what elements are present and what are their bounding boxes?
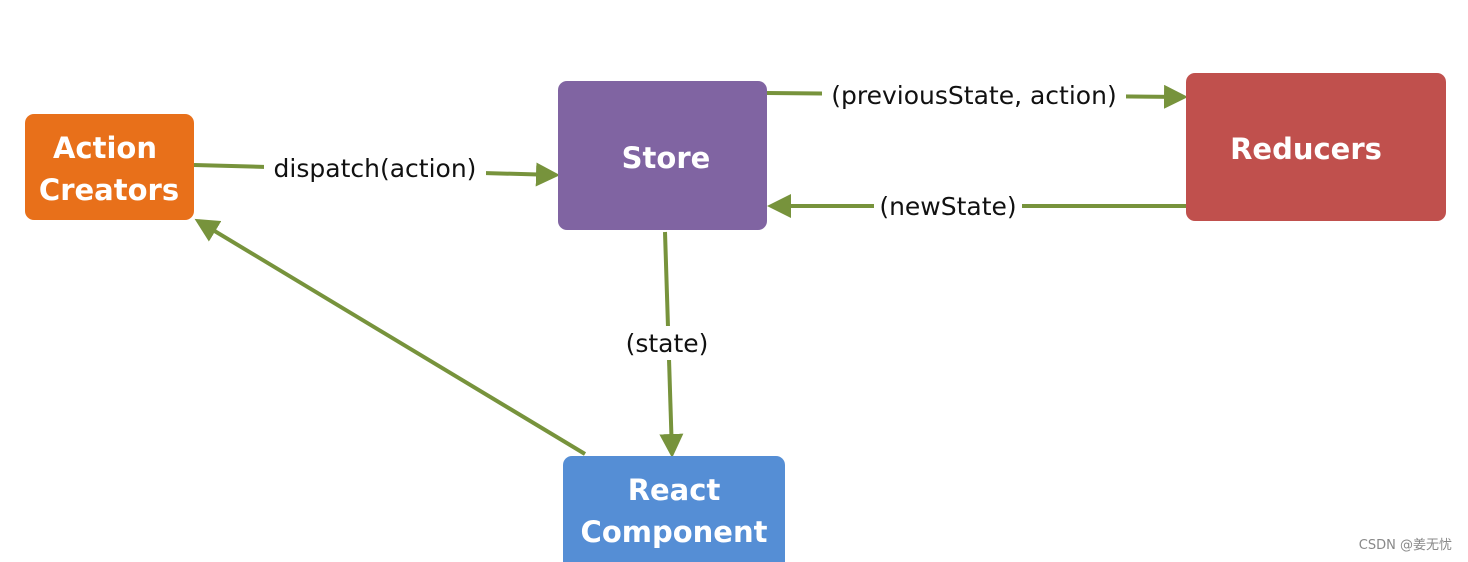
action-creators-node: Action Creators	[25, 114, 194, 220]
svg-text:Reducers: Reducers	[1230, 132, 1382, 166]
state-label: (state)	[626, 329, 709, 358]
dispatch-label: dispatch(action)	[274, 154, 477, 183]
component-to-action-arrow	[194, 218, 587, 456]
svg-text:Action: Action	[53, 131, 157, 165]
react-component-node: React Component	[563, 456, 785, 562]
reducers-node: Reducers	[1186, 73, 1446, 221]
store-node: Store	[558, 81, 767, 230]
svg-text:Store: Store	[622, 141, 711, 175]
previous-state-label: (previousState, action)	[831, 81, 1116, 110]
watermark: CSDN @姜无忧	[1358, 538, 1452, 553]
new-state-label: (newState)	[879, 192, 1016, 221]
svg-text:React: React	[628, 473, 721, 507]
svg-text:Creators: Creators	[39, 173, 179, 207]
svg-text:Component: Component	[581, 515, 768, 549]
